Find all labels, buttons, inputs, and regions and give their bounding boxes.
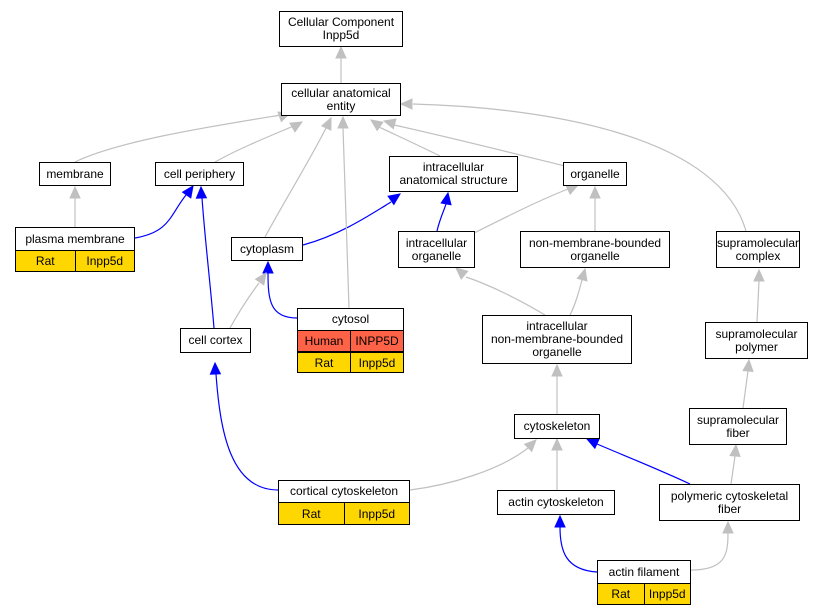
node-supramolecular-polymer[interactable]: supramolecular polymer <box>705 322 808 359</box>
edge-actinfil-to-pcf-arrowhead <box>722 520 734 534</box>
edge-cytoplasm-to-ias-arrowhead <box>387 193 401 206</box>
edge-smp-to-smc <box>756 280 760 323</box>
edge-cortical-to-cellcortex-arrowhead <box>209 361 222 375</box>
node-cell-cortex[interactable]: cell cortex <box>180 328 251 353</box>
edge-intraorg-to-ias-arrowhead <box>440 191 452 206</box>
edge-cellcortex-to-cytoplasm-arrowhead <box>254 272 267 286</box>
edge-inmbo-to-nmbo <box>569 279 583 316</box>
cytosol-annotations-human: Human INPP5D <box>297 331 404 352</box>
edge-nmbo-to-organelle-arrowhead <box>589 185 601 199</box>
gene-inpp5d[interactable]: Inpp5d <box>343 503 409 524</box>
edge-actinfil-to-actincyto-arrowhead <box>554 514 566 528</box>
edge-cytoplasm-to-ias <box>302 201 392 246</box>
edge-smp-to-smc-arrowhead <box>753 268 765 282</box>
edge-cellcortex-to-cytoplasm <box>229 282 260 329</box>
edge-smc-to-cae <box>412 103 747 232</box>
edge-cytosol-to-cytoplasm-arrowhead <box>262 260 274 274</box>
node-non-membrane-bounded-organelle[interactable]: non-membrane-bounded organelle <box>520 231 670 268</box>
edge-cellcortex-to-cellperiphery <box>201 197 215 329</box>
edge-cae-to-root-arrowhead <box>335 45 347 59</box>
edge-cortical-to-cellcortex <box>215 373 279 491</box>
node-intracellular-anatomical-structure[interactable]: intracellular anatomical structure <box>389 156 518 192</box>
species-rat: Rat <box>16 251 75 271</box>
edge-pcf-to-cytoskeleton <box>596 443 691 485</box>
gene-inpp5d[interactable]: Inpp5d <box>643 584 690 604</box>
edge-cellperiphery-to-cae-arrowhead <box>289 121 304 133</box>
edge-cytosol-to-cytoplasm <box>267 272 298 319</box>
node-cellular-anatomical-entity[interactable]: cellular anatomical entity <box>281 83 401 116</box>
cytosol-annotations-rat: Rat Inpp5d <box>297 352 404 373</box>
gene-inpp5d-human[interactable]: INPP5D <box>350 331 403 351</box>
edge-inmbo-to-nmbo-arrowhead <box>576 267 588 282</box>
gene-inpp5d[interactable]: Inpp5d <box>350 353 403 372</box>
edge-actinfil-to-pcf <box>690 532 729 571</box>
edge-cytoskeleton-to-inmbo-arrowhead <box>551 363 563 377</box>
node-cytosol[interactable]: cytosol <box>297 308 404 331</box>
edge-inmbo-to-intraorg-arrowhead <box>455 267 469 280</box>
node-cytoplasm[interactable]: cytoplasm <box>231 237 303 261</box>
species-rat: Rat <box>298 353 350 372</box>
edge-actinfil-to-actincyto <box>559 526 598 573</box>
node-cytoskeleton[interactable]: cytoskeleton <box>514 414 600 439</box>
node-cell-periphery[interactable]: cell periphery <box>155 162 244 186</box>
edge-membrane-to-cae <box>74 113 288 163</box>
edge-organelle-to-cae-arrowhead <box>382 118 397 130</box>
edge-plasma-to-cellperiphery-arrowhead <box>181 185 194 199</box>
edge-pcf-to-smf-arrowhead <box>729 443 741 457</box>
node-supramolecular-fiber[interactable]: supramolecular fiber <box>689 408 787 445</box>
edge-smc-to-cae-arrowhead <box>399 98 413 110</box>
node-membrane[interactable]: membrane <box>39 162 111 186</box>
cortical-cytoskeleton-annotations: Rat Inpp5d <box>278 503 410 525</box>
edge-smf-to-smp-arrowhead <box>742 358 754 372</box>
node-actin-cytoskeleton[interactable]: actin cytoskeleton <box>497 490 615 515</box>
edge-ias-to-cae <box>378 126 441 157</box>
plasma-membrane-annotations: Rat Inpp5d <box>15 251 135 272</box>
edge-smf-to-smp <box>742 370 749 409</box>
edge-cytosol-to-cae-arrowhead <box>337 115 349 129</box>
node-actin-filament[interactable]: actin filament <box>597 560 691 584</box>
species-human: Human <box>298 331 350 351</box>
edge-cytoplasm-to-cae <box>264 127 327 238</box>
node-intracellular-organelle[interactable]: intracellular organelle <box>398 231 475 268</box>
edge-actincyto-to-cytoskeleton-arrowhead <box>551 437 563 451</box>
edge-cellcortex-to-cellperiphery-arrowhead <box>195 185 208 199</box>
edge-plasma-to-membrane-arrowhead <box>69 185 81 199</box>
edge-intraorg-to-organelle <box>471 188 569 235</box>
edge-inmbo-to-intraorg <box>465 276 546 316</box>
edge-pcf-to-cytoskeleton-arrowhead <box>585 438 600 450</box>
node-plasma-membrane[interactable]: plasma membrane <box>15 227 135 251</box>
edge-ias-to-cae-arrowhead <box>370 119 384 132</box>
edge-cellperiphery-to-cae <box>214 124 297 163</box>
node-polymeric-cytoskeletal-fiber[interactable]: polymeric cytoskeletal fiber <box>659 484 800 521</box>
edge-intraorg-to-organelle-arrowhead <box>565 184 580 196</box>
gene-inpp5d[interactable]: Inpp5d <box>74 251 134 271</box>
edge-pcf-to-smf <box>730 455 736 485</box>
edge-plasma-to-cellperiphery <box>134 194 187 239</box>
edge-organelle-to-cae <box>393 124 566 167</box>
node-cellular-component-inpp5d[interactable]: Cellular Component Inpp5d <box>279 11 403 47</box>
actin-filament-annotations: Rat Inpp5d <box>597 584 691 605</box>
edge-cortical-to-cytoskeleton <box>409 447 529 491</box>
node-supramolecular-complex[interactable]: supramolecular complex <box>716 231 800 268</box>
node-organelle[interactable]: organelle <box>563 162 627 186</box>
edge-cortical-to-cytoskeleton-arrowhead <box>523 439 537 453</box>
species-rat: Rat <box>598 584 644 604</box>
edge-cytoplasm-to-cae-arrowhead <box>320 116 332 131</box>
edge-intraorg-to-ias <box>436 203 447 232</box>
node-cortical-cytoskeleton[interactable]: cortical cytoskeleton <box>278 480 410 503</box>
species-rat: Rat <box>279 503 344 524</box>
node-intracellular-non-membrane-bounded-organelle[interactable]: intracellular non-membrane-bounded organ… <box>482 315 632 364</box>
edge-cytosol-to-cae <box>342 127 350 309</box>
